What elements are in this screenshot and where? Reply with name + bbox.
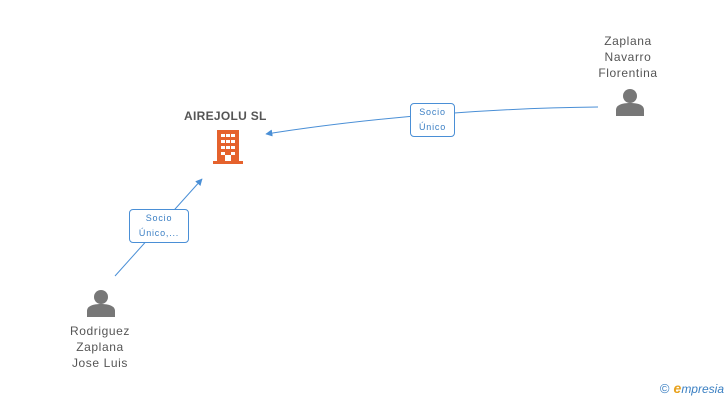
person-name-line: Rodriguez — [69, 324, 131, 338]
person-name-line: Zaplana — [604, 34, 652, 48]
person-icon[interactable] — [87, 289, 115, 322]
building-icon[interactable] — [213, 130, 243, 169]
person-name-zaplana[interactable]: Zaplana Navarro Florentina — [588, 33, 668, 81]
company-name[interactable]: AIREJOLU SL — [184, 109, 267, 123]
copyright-icon: © — [659, 381, 670, 396]
relation-badge-zaplana[interactable]: Socio Único — [410, 103, 455, 137]
person-name-line: Florentina — [598, 66, 658, 80]
brand-name: mpresia — [681, 382, 724, 396]
brand-watermark: ©empresia — [660, 380, 724, 396]
person-name-line: Jose Luis — [71, 356, 129, 370]
person-icon[interactable] — [616, 88, 644, 121]
relation-label-line: Único,... — [138, 228, 180, 238]
relation-label-line: Socio — [419, 107, 446, 117]
relation-badge-rodriguez[interactable]: Socio Único,... — [129, 209, 189, 243]
person-name-rodriguez[interactable]: Rodriguez Zaplana Jose Luis — [58, 323, 142, 371]
person-name-line: Navarro — [604, 50, 652, 64]
person-name-line: Zaplana — [76, 340, 124, 354]
brand-initial: e — [673, 380, 682, 396]
relation-label-line: Único — [418, 122, 446, 132]
relation-label-line: Socio — [145, 213, 173, 223]
